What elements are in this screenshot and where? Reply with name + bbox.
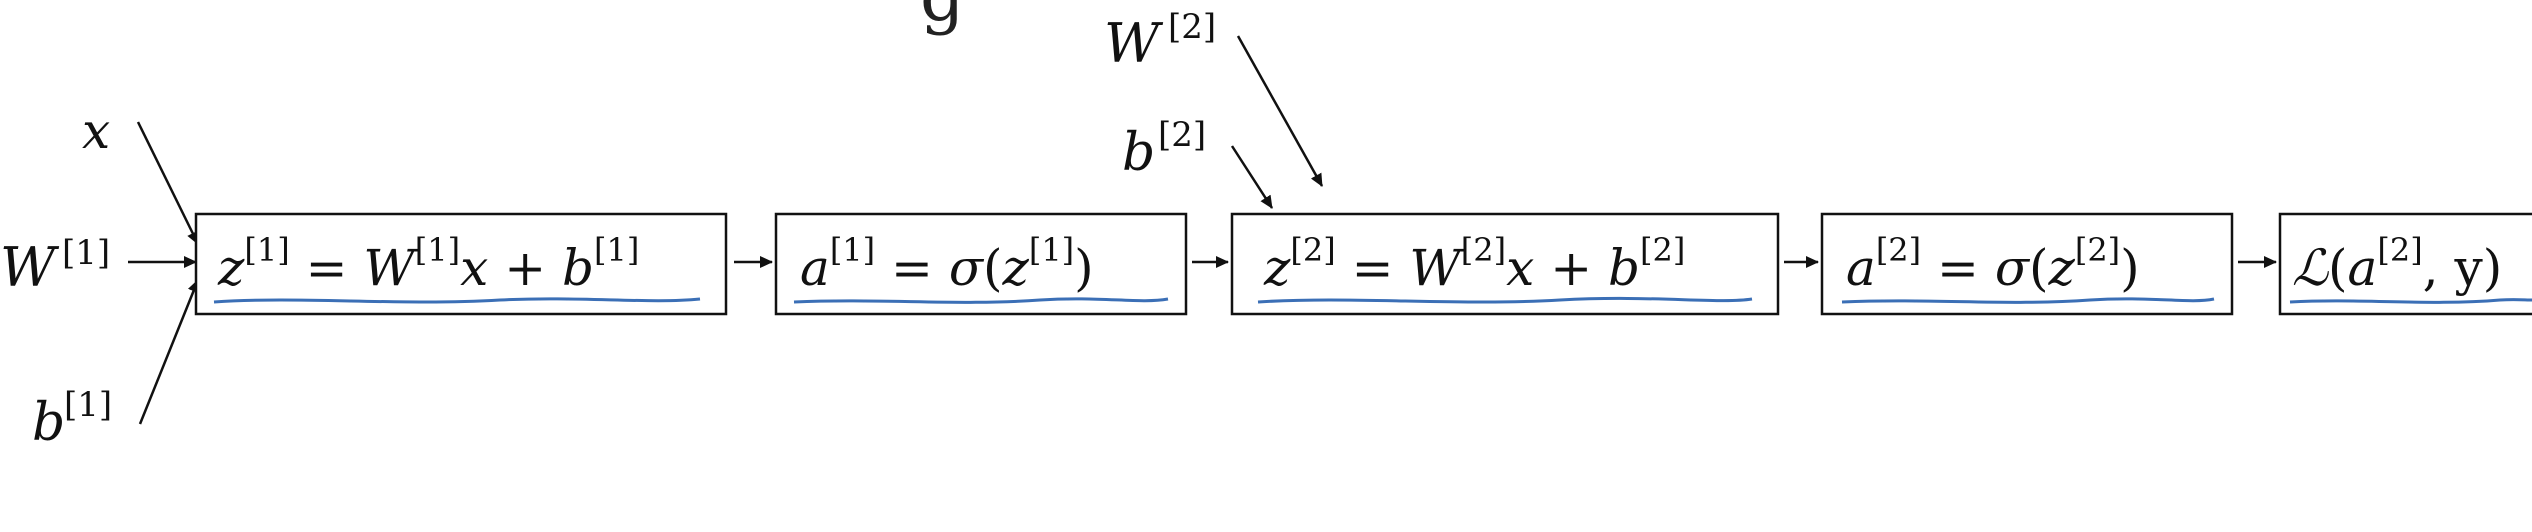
box-z1: z[1] = W[1]x + b[1] [194,212,728,316]
input-x-label: x [82,102,110,160]
box-z2: z[2] = W[2]x + b[2] [1230,212,1780,316]
input-w1-label: W [1] [0,233,110,299]
svg-text:[2]: [2] [1168,7,1216,47]
svg-text:[1]: [1] [64,385,112,425]
box-a2-expression: a[2] = σ(z[2]) [1846,231,2140,297]
box-z2-expression: z[2] = W[2]x + b[2] [1263,231,1685,297]
arrow-w2-to-z2 [1236,35,1324,187]
arrow-x-to-z1 [136,121,200,245]
svg-text:[2]: [2] [1158,115,1206,155]
box-z1-expression: z[1] = W[1]x + b[1] [217,231,639,297]
input-b2-label: b [2] [1122,115,1206,183]
underline-loss [2289,298,2532,304]
arrow-b1-to-z1 [138,279,200,425]
box-a1: a[1] = σ(z[1]) [774,212,1188,316]
box-loss: ℒ(a[2], y) [2278,212,2532,316]
svg-text:b: b [32,393,65,453]
underline-a1 [793,297,1169,304]
heading-fragment: g [920,0,965,37]
input-b1-label: b [1] [32,385,112,453]
svg-text:b: b [1122,123,1155,183]
svg-text:W: W [1104,12,1164,75]
underline-a2 [1841,297,2215,304]
underline-z1 [213,297,701,304]
box-loss-expression: ℒ(a[2], y) [2292,231,2502,297]
box-a1-expression: a[1] = σ(z[1]) [800,231,1094,297]
svg-text:[1]: [1] [62,233,110,273]
input-w2-label: W [2] [1104,7,1216,75]
underline-z2 [1257,296,1753,304]
box-a2: a[2] = σ(z[2]) [1820,212,2234,316]
svg-text:W: W [0,236,60,299]
arrow-b2-to-z2 [1230,145,1274,209]
